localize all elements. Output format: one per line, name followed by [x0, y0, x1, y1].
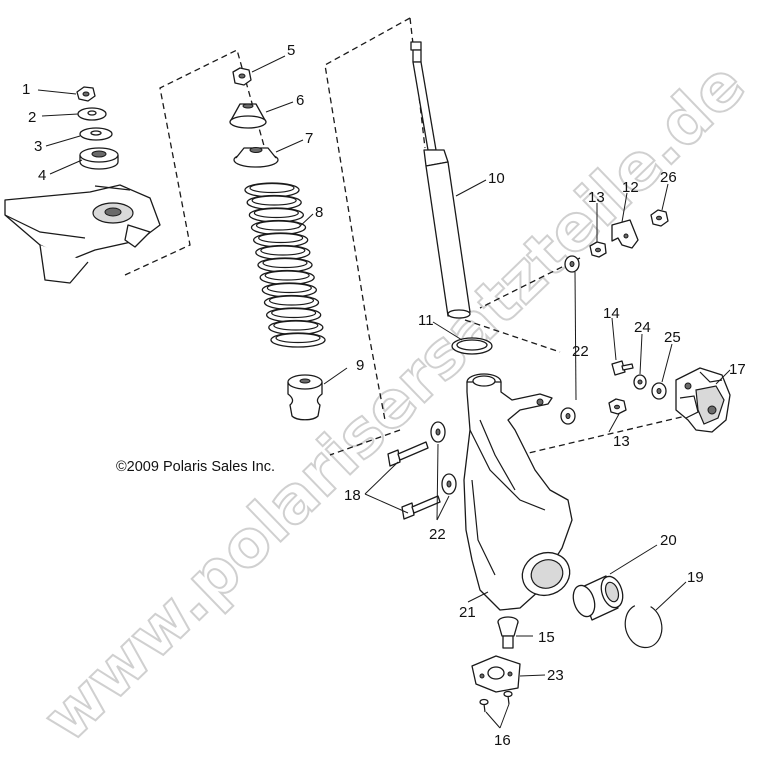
callout-11: 11 — [418, 312, 434, 329]
callout-24: 24 — [634, 319, 651, 336]
bolt-18-upper — [387, 441, 429, 467]
washer-22-upper — [564, 255, 580, 273]
callout-18: 18 — [344, 487, 361, 504]
callout-12: 12 — [622, 179, 639, 196]
callout-19: 19 — [687, 569, 704, 586]
callout-1: 1 — [22, 81, 30, 98]
copyright-text: ©2009 Polaris Sales Inc. — [116, 459, 275, 475]
snap-ring-19 — [624, 605, 663, 649]
spring-coil-inner — [249, 182, 295, 194]
washer-22-left-upper — [430, 421, 446, 443]
spring-coil-inner — [262, 257, 308, 269]
callout-15: 15 — [538, 629, 555, 646]
frame-bracket — [4, 184, 161, 284]
callout-20: 20 — [660, 532, 677, 549]
spring-coil-inner — [251, 195, 297, 206]
callout-9: 9 — [356, 357, 364, 374]
callout-22-right: 22 — [572, 343, 589, 360]
screw-16-right — [503, 690, 513, 705]
callout-16: 16 — [494, 732, 511, 749]
bolt-18-lower — [401, 495, 441, 520]
callout-14: 14 — [603, 305, 620, 322]
callout-22-left: 22 — [429, 526, 446, 543]
nut-5 — [232, 67, 252, 86]
callout-7: 7 — [305, 130, 313, 147]
leader-lines — [37, 55, 731, 729]
spring-coil-inner — [275, 332, 321, 344]
spring-coil-inner — [268, 295, 315, 306]
watermark-text: www.polarisersatzteile.de — [30, 48, 760, 756]
callout-13-upper: 13 — [588, 189, 605, 206]
upper-mount-6 — [229, 103, 267, 129]
callout-3: 3 — [34, 138, 42, 155]
spring-coil-inner — [260, 245, 306, 256]
callout-17: 17 — [729, 361, 746, 378]
washer-22-lower — [560, 407, 576, 425]
coil-spring-8 — [244, 182, 326, 348]
spring-coil-inner — [273, 320, 319, 331]
bushing-4 — [79, 147, 119, 170]
spring-coil-inner — [253, 207, 299, 219]
nut-1 — [76, 86, 96, 102]
screw-16-left — [479, 698, 489, 713]
callout-25: 25 — [664, 329, 681, 346]
nut-13-lower — [608, 398, 627, 415]
shock-absorber-10 — [410, 41, 471, 319]
seal-ring-11 — [451, 337, 493, 355]
wheel-bearing-20 — [572, 575, 624, 621]
spring-coil-inner — [271, 307, 317, 319]
washer-24 — [633, 374, 647, 390]
bolt-14 — [611, 360, 634, 376]
spring-coil-inner — [264, 270, 310, 281]
callout-6: 6 — [296, 92, 304, 109]
washer-3 — [79, 127, 113, 141]
callout-23: 23 — [547, 667, 564, 684]
callout-2: 2 — [28, 109, 36, 126]
bump-stop-9 — [287, 374, 323, 421]
callout-10: 10 — [488, 170, 505, 187]
ball-joint-15 — [497, 616, 519, 649]
callout-21: 21 — [459, 604, 476, 621]
callout-26: 26 — [660, 169, 677, 186]
callout-8: 8 — [315, 204, 323, 221]
callout-labels: 1 2 3 4 5 6 7 8 9 10 11 12 13 13 14 15 1… — [22, 42, 746, 749]
nut-26 — [650, 209, 669, 227]
washer-22-left-lower — [441, 473, 457, 495]
callout-13-lower: 13 — [613, 433, 630, 450]
spring-seat-7 — [233, 147, 279, 168]
callout-4: 4 — [38, 167, 46, 184]
nut-13-upper — [589, 241, 607, 258]
mount-plate-23 — [471, 655, 521, 693]
assembly-guide-lines — [124, 17, 691, 456]
callout-5: 5 — [287, 42, 295, 59]
washer-25 — [651, 382, 667, 400]
spring-coil-inner — [266, 282, 312, 294]
washer-2 — [77, 107, 107, 121]
spring-coil-inner — [258, 232, 304, 244]
steering-knuckle-21 — [463, 373, 573, 611]
clip-12 — [611, 219, 639, 249]
